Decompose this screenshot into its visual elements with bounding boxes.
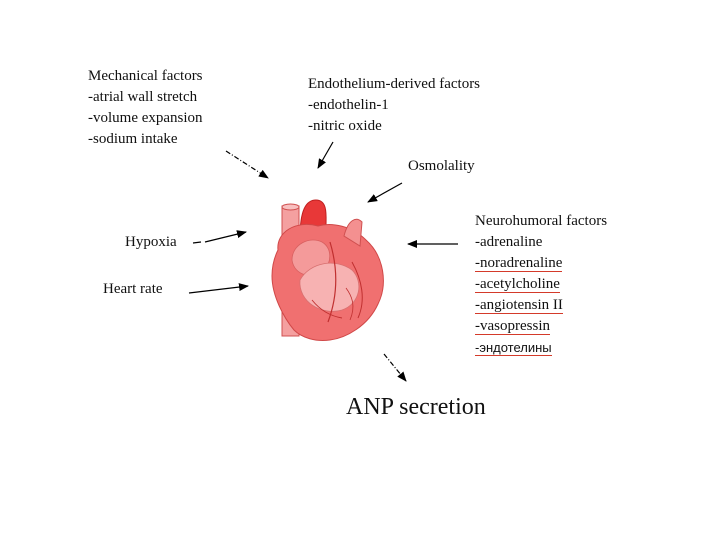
neurohumoral-item: -noradrenaline [475, 255, 563, 272]
coronary-vessel [311, 299, 343, 319]
vessel-top [281, 203, 300, 211]
neurohumoral-item-extra: -эндотелины [475, 340, 552, 356]
heart-rate-label: Heart rate [103, 281, 163, 297]
coronary-vessel [345, 287, 354, 321]
arrow-hypoxia-tick [192, 241, 202, 244]
arrow-mechanical [225, 150, 269, 179]
pulmonary-vessel [343, 218, 363, 247]
hypoxia-label: Hypoxia [125, 234, 177, 250]
mechanical-factors-group: Mechanical factors -atrial wall stretch … [88, 66, 203, 150]
coronary-vessel [351, 261, 363, 319]
neurohumoral-factors-group: Neurohumoral factors -adrenaline -noradr… [475, 211, 607, 359]
arrow-anp [383, 353, 407, 382]
anp-secretion-label: ANP secretion [346, 394, 486, 420]
mechanical-item: -atrial wall stretch [88, 89, 198, 105]
endothelium-item: -nitric oxide [308, 118, 382, 134]
heart-ventricle [299, 262, 360, 312]
endothelium-factors-group: Endothelium-derived factors -endothelin-… [308, 74, 480, 137]
coronary-vessel [327, 241, 337, 323]
neurohumoral-item: -angiotensin II [475, 297, 563, 314]
arrow-hypoxia [204, 230, 247, 243]
endothelium-item: -endothelin-1 [308, 97, 389, 113]
neurohumoral-item: -acetylcholine [475, 276, 560, 293]
mechanical-item: -sodium intake [88, 131, 178, 147]
mechanical-factors-title: Mechanical factors [88, 68, 203, 84]
mechanical-item: -volume expansion [88, 110, 203, 126]
osmolality-label: Osmolality [408, 158, 475, 174]
neurohumoral-item: -adrenaline [475, 234, 543, 250]
endothelium-factors-title: Endothelium-derived factors [308, 76, 481, 92]
neurohumoral-factors-title: Neurohumoral factors [475, 213, 608, 229]
neurohumoral-item: -vasopressin [475, 318, 550, 335]
arrow-osmolality [367, 182, 403, 203]
arrow-heart-rate [188, 283, 249, 294]
arrow-endothelium [317, 141, 334, 169]
